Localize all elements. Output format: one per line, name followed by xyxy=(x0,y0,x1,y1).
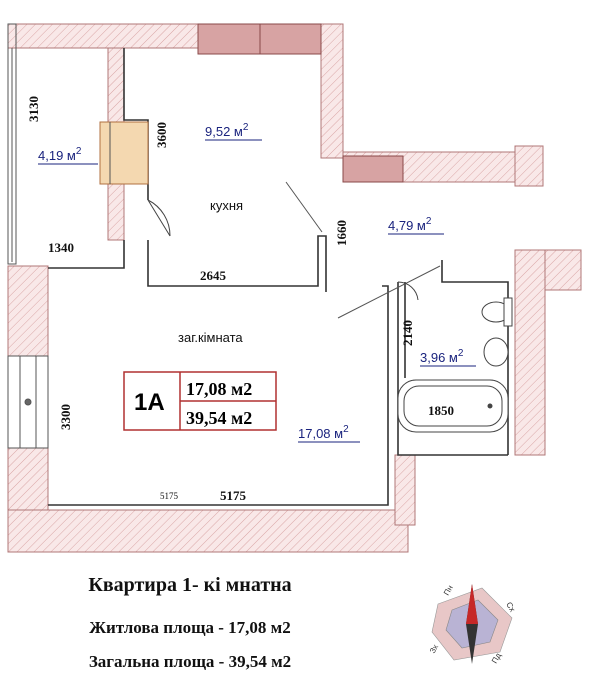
balcony-window xyxy=(11,48,149,262)
bottom-wall xyxy=(7,509,409,553)
kitchen-area: 9,52 м2 xyxy=(205,122,262,141)
bath-area: 3,96 м2 xyxy=(420,348,476,367)
kitchen-area-value: 9,52 м xyxy=(205,124,243,139)
balcony-area-sup: 2 xyxy=(76,146,82,157)
svg-text:4,79 м2: 4,79 м2 xyxy=(388,216,432,233)
unit-code: 1А xyxy=(134,389,165,416)
sink-icon xyxy=(483,337,509,367)
bath-area-value: 3,96 м xyxy=(420,350,458,365)
dim-3300: 3300 xyxy=(58,404,73,430)
balcony-area: 4,19 м2 xyxy=(38,146,98,165)
dim-2645: 2645 xyxy=(200,268,227,283)
living-divider-line xyxy=(337,265,441,319)
svg-text:4,19 м2: 4,19 м2 xyxy=(38,146,82,163)
hall-area-sup: 2 xyxy=(426,216,432,227)
dim-1850: 1850 xyxy=(428,403,454,418)
living-area-value: 17,08 м xyxy=(298,426,343,441)
dim-5175: 5175 xyxy=(220,488,247,503)
living-window xyxy=(7,355,49,449)
kitchen-area-sup: 2 xyxy=(243,122,249,133)
bath-bottom-wall xyxy=(394,454,416,526)
kitchen-cabinets xyxy=(197,23,322,55)
hall-area-value: 4,79 м xyxy=(388,218,426,233)
caption-total-area: Загальна площа - 39,54 м2 xyxy=(88,652,292,671)
bathroom-fixtures xyxy=(397,297,513,433)
dim-3600: 3600 xyxy=(154,122,169,148)
dim-1340: 1340 xyxy=(48,240,74,255)
balcony-area-value: 4,19 м xyxy=(38,148,76,163)
dim-3130: 3130 xyxy=(26,96,41,122)
walls xyxy=(7,23,582,553)
unit-total-area: 39,54 м2 xyxy=(186,408,252,428)
bath-right-wall xyxy=(514,249,546,456)
dim-5175-small: 5175 xyxy=(160,491,179,501)
living-left-wall-upper xyxy=(7,265,49,357)
hall-right-stub xyxy=(514,145,544,187)
compass-north-label: Пн xyxy=(442,584,455,597)
hall-divider-line xyxy=(285,181,323,233)
hall-area: 4,79 м2 xyxy=(388,216,444,235)
kitchen-right-wall xyxy=(320,23,344,159)
caption-living-area: Житлова площа - 17,08 м2 xyxy=(89,618,291,637)
hall-cabinet xyxy=(342,155,404,183)
dim-2140: 2140 xyxy=(400,320,415,346)
kitchen-door-swing xyxy=(147,199,171,237)
living-label: заг.кімната xyxy=(178,330,243,345)
compass-east-label: Сх xyxy=(504,601,517,614)
svg-text:3,96 м2: 3,96 м2 xyxy=(420,348,464,365)
kitchen-label: кухня xyxy=(210,198,243,213)
bath-area-sup: 2 xyxy=(458,348,464,359)
svg-text:9,52 м2: 9,52 м2 xyxy=(205,122,249,139)
unit-living-area: 17,08 м2 xyxy=(186,379,252,399)
unit-infobox: 1А 17,08 м2 39,54 м2 xyxy=(123,371,277,431)
bath-door-swing xyxy=(397,281,419,301)
dim-1660: 1660 xyxy=(334,220,349,246)
kitchen-door xyxy=(147,199,171,237)
caption-title: Квартира 1- кі мнатна xyxy=(88,574,292,596)
svg-text:17,08 м2: 17,08 м2 xyxy=(298,424,349,441)
compass-rose: Пн Сх Пд Зх xyxy=(428,584,517,665)
compass-west-label: Зх xyxy=(428,643,440,655)
living-area-sup: 2 xyxy=(343,424,349,435)
living-area: 17,08 м2 xyxy=(298,424,360,443)
